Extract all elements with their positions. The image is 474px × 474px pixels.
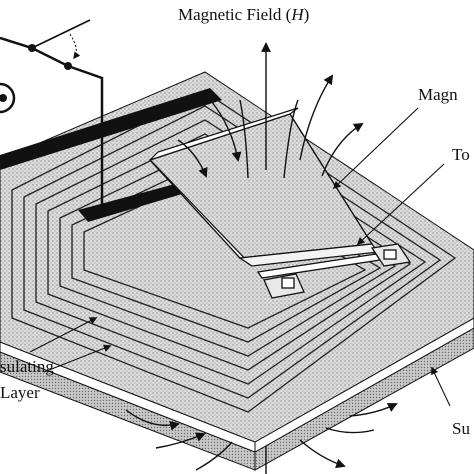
top-surface [0, 71, 474, 443]
label-magnetic-field: Magnetic Field (H) [178, 6, 309, 23]
label-magnetic-field-text: Magnetic Field ( [178, 5, 292, 24]
switch-contact-right [64, 62, 72, 70]
field-lines-bottom [125, 403, 398, 474]
label-substrate: Su [452, 419, 470, 438]
coil-leads [0, 88, 222, 222]
switch-arc [69, 33, 81, 60]
label-insulating-1: sulating [0, 357, 54, 376]
label-magnet: Magn [418, 85, 458, 104]
leader-lines [29, 107, 451, 407]
label-magnetic-field-close: ) [303, 5, 310, 24]
field-lines-top [177, 42, 364, 179]
switch-lever [31, 19, 91, 49]
label-torsion: To [452, 145, 470, 164]
label-insulating-2: Layer [0, 383, 40, 402]
voltage-source-dot [0, 94, 7, 102]
torsion-bar [256, 243, 412, 299]
label-magnetic-field-symbol: H [291, 5, 304, 24]
